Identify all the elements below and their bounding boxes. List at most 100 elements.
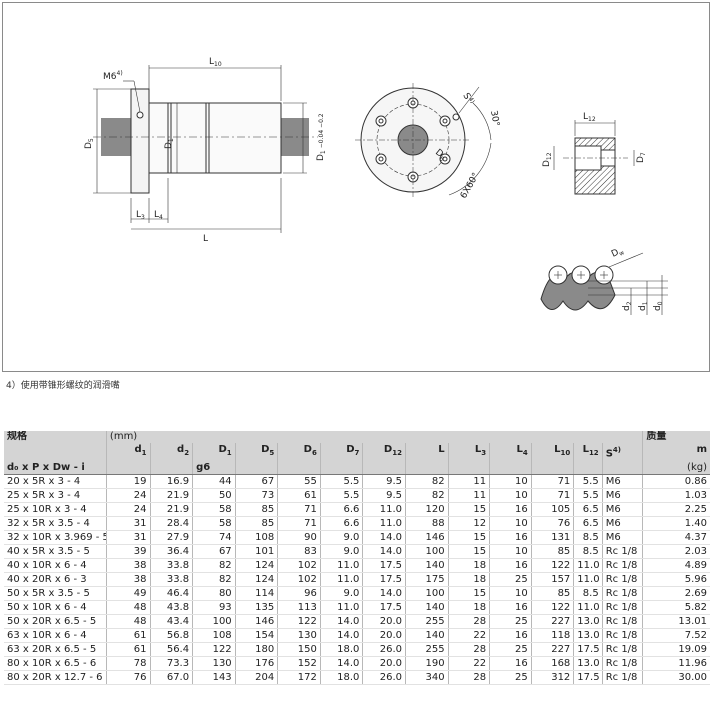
header-col-L4: L4: [489, 443, 532, 462]
table-cell: 15: [448, 502, 491, 518]
table-cell: 22: [448, 656, 491, 672]
table-cell: 17.5: [362, 600, 406, 616]
table-cell: 124: [235, 558, 279, 574]
table-cell: 9.0: [320, 544, 364, 560]
table-cell: 16: [489, 600, 532, 616]
table-cell: 58: [192, 502, 236, 518]
table-cell: 11.0: [362, 516, 406, 532]
table-cell: 130: [277, 628, 321, 644]
table-cell: 17.5: [573, 670, 603, 686]
label-d0-small: d0: [653, 301, 664, 311]
drawing-svg: M64) L10 D5 D1 D1−0.04 −0.2 L3 L4 L S4) …: [84, 57, 668, 315]
table-cell: 9.5: [362, 474, 406, 490]
table-cell: M6: [602, 530, 644, 546]
table-cell: 27.9: [150, 530, 194, 546]
table-cell: 85: [531, 586, 575, 602]
table-cell: 11: [448, 488, 491, 504]
table-cell: 80 x 20R x 12.7 - 6: [4, 670, 107, 686]
table-cell: 9.0: [320, 586, 364, 602]
header-spec-cn: 规格: [4, 431, 107, 443]
table-cell: 48: [106, 614, 151, 630]
table-cell: 31: [106, 516, 151, 532]
table-cell: 20.0: [362, 614, 406, 630]
table-cell: 10: [489, 544, 532, 560]
header-blank: [277, 461, 321, 476]
table-cell: 0.86: [642, 474, 710, 490]
table-cell: 82: [192, 572, 236, 588]
table-cell: 33.8: [150, 572, 194, 588]
table-cell: 176: [235, 656, 279, 672]
label-s: S4): [460, 91, 475, 107]
table-cell: 19.09: [642, 642, 710, 658]
table-cell: 101: [235, 544, 279, 560]
front-view: [355, 83, 492, 198]
table-cell: 67: [235, 474, 279, 490]
table-cell: 340: [405, 670, 449, 686]
header-unit-mm: (mm): [106, 431, 644, 443]
header-col-d1: d1: [106, 443, 151, 462]
table-cell: 13.01: [642, 614, 710, 630]
table-cell: 10: [489, 488, 532, 504]
table-cell: Rc 1/8: [602, 628, 644, 644]
table-cell: 82: [405, 488, 449, 504]
table-cell: 83: [277, 544, 321, 560]
table-cell: 11.0: [362, 502, 406, 518]
table-cell: 204: [235, 670, 279, 686]
header-col-D7: D7: [320, 443, 364, 462]
table-cell: 5.82: [642, 600, 710, 616]
table-cell: 11.0: [320, 558, 364, 574]
table-cell: 43.4: [150, 614, 194, 630]
table-cell: 43.8: [150, 600, 194, 616]
header-spec-blank: [4, 443, 107, 462]
header-blank: [448, 461, 491, 476]
header-col-L10: L10: [531, 443, 575, 462]
header-col-D5: D5: [235, 443, 279, 462]
table-cell: 312: [531, 670, 575, 686]
table-cell: 20 x 5R x 3 - 4: [4, 474, 107, 490]
table-cell: 168: [531, 656, 575, 672]
table-cell: 63 x 20R x 6.5 - 5: [4, 642, 107, 658]
table-cell: 85: [235, 502, 279, 518]
table-cell: 17.5: [362, 572, 406, 588]
table-cell: 6.6: [320, 502, 364, 518]
table-cell: 93: [192, 600, 236, 616]
table-cell: 2.03: [642, 544, 710, 560]
table-cell: M6: [602, 488, 644, 504]
table-cell: 14.0: [320, 628, 364, 644]
label-d7: D7: [636, 152, 647, 163]
table-cell: 28: [448, 670, 491, 686]
table-cell: 18: [448, 600, 491, 616]
table-cell: 71: [277, 502, 321, 518]
table-cell: 44: [192, 474, 236, 490]
table-cell: 16: [489, 656, 532, 672]
label-d1-tolerance: D1−0.04 −0.2: [316, 113, 327, 161]
table-cell: 61: [277, 488, 321, 504]
label-dw: Dw: [610, 246, 625, 261]
table-cell: 13.0: [573, 614, 603, 630]
table-cell: 31: [106, 530, 151, 546]
table-cell: 140: [405, 628, 449, 644]
table-cell: 16.9: [150, 474, 194, 490]
table-cell: 80: [192, 586, 236, 602]
table-cell: 33.8: [150, 558, 194, 574]
table-cell: 61: [106, 642, 151, 658]
table-cell: 85: [235, 516, 279, 532]
table-cell: 20.0: [362, 656, 406, 672]
table-cell: 49: [106, 586, 151, 602]
header-d1-tolerance: g6: [192, 461, 236, 476]
table-cell: 25: [489, 642, 532, 658]
table-cell: 100: [405, 544, 449, 560]
table-cell: 32 x 10R x 3.969 - 5: [4, 530, 107, 546]
table-cell: 1.40: [642, 516, 710, 532]
table-cell: 30.00: [642, 670, 710, 686]
